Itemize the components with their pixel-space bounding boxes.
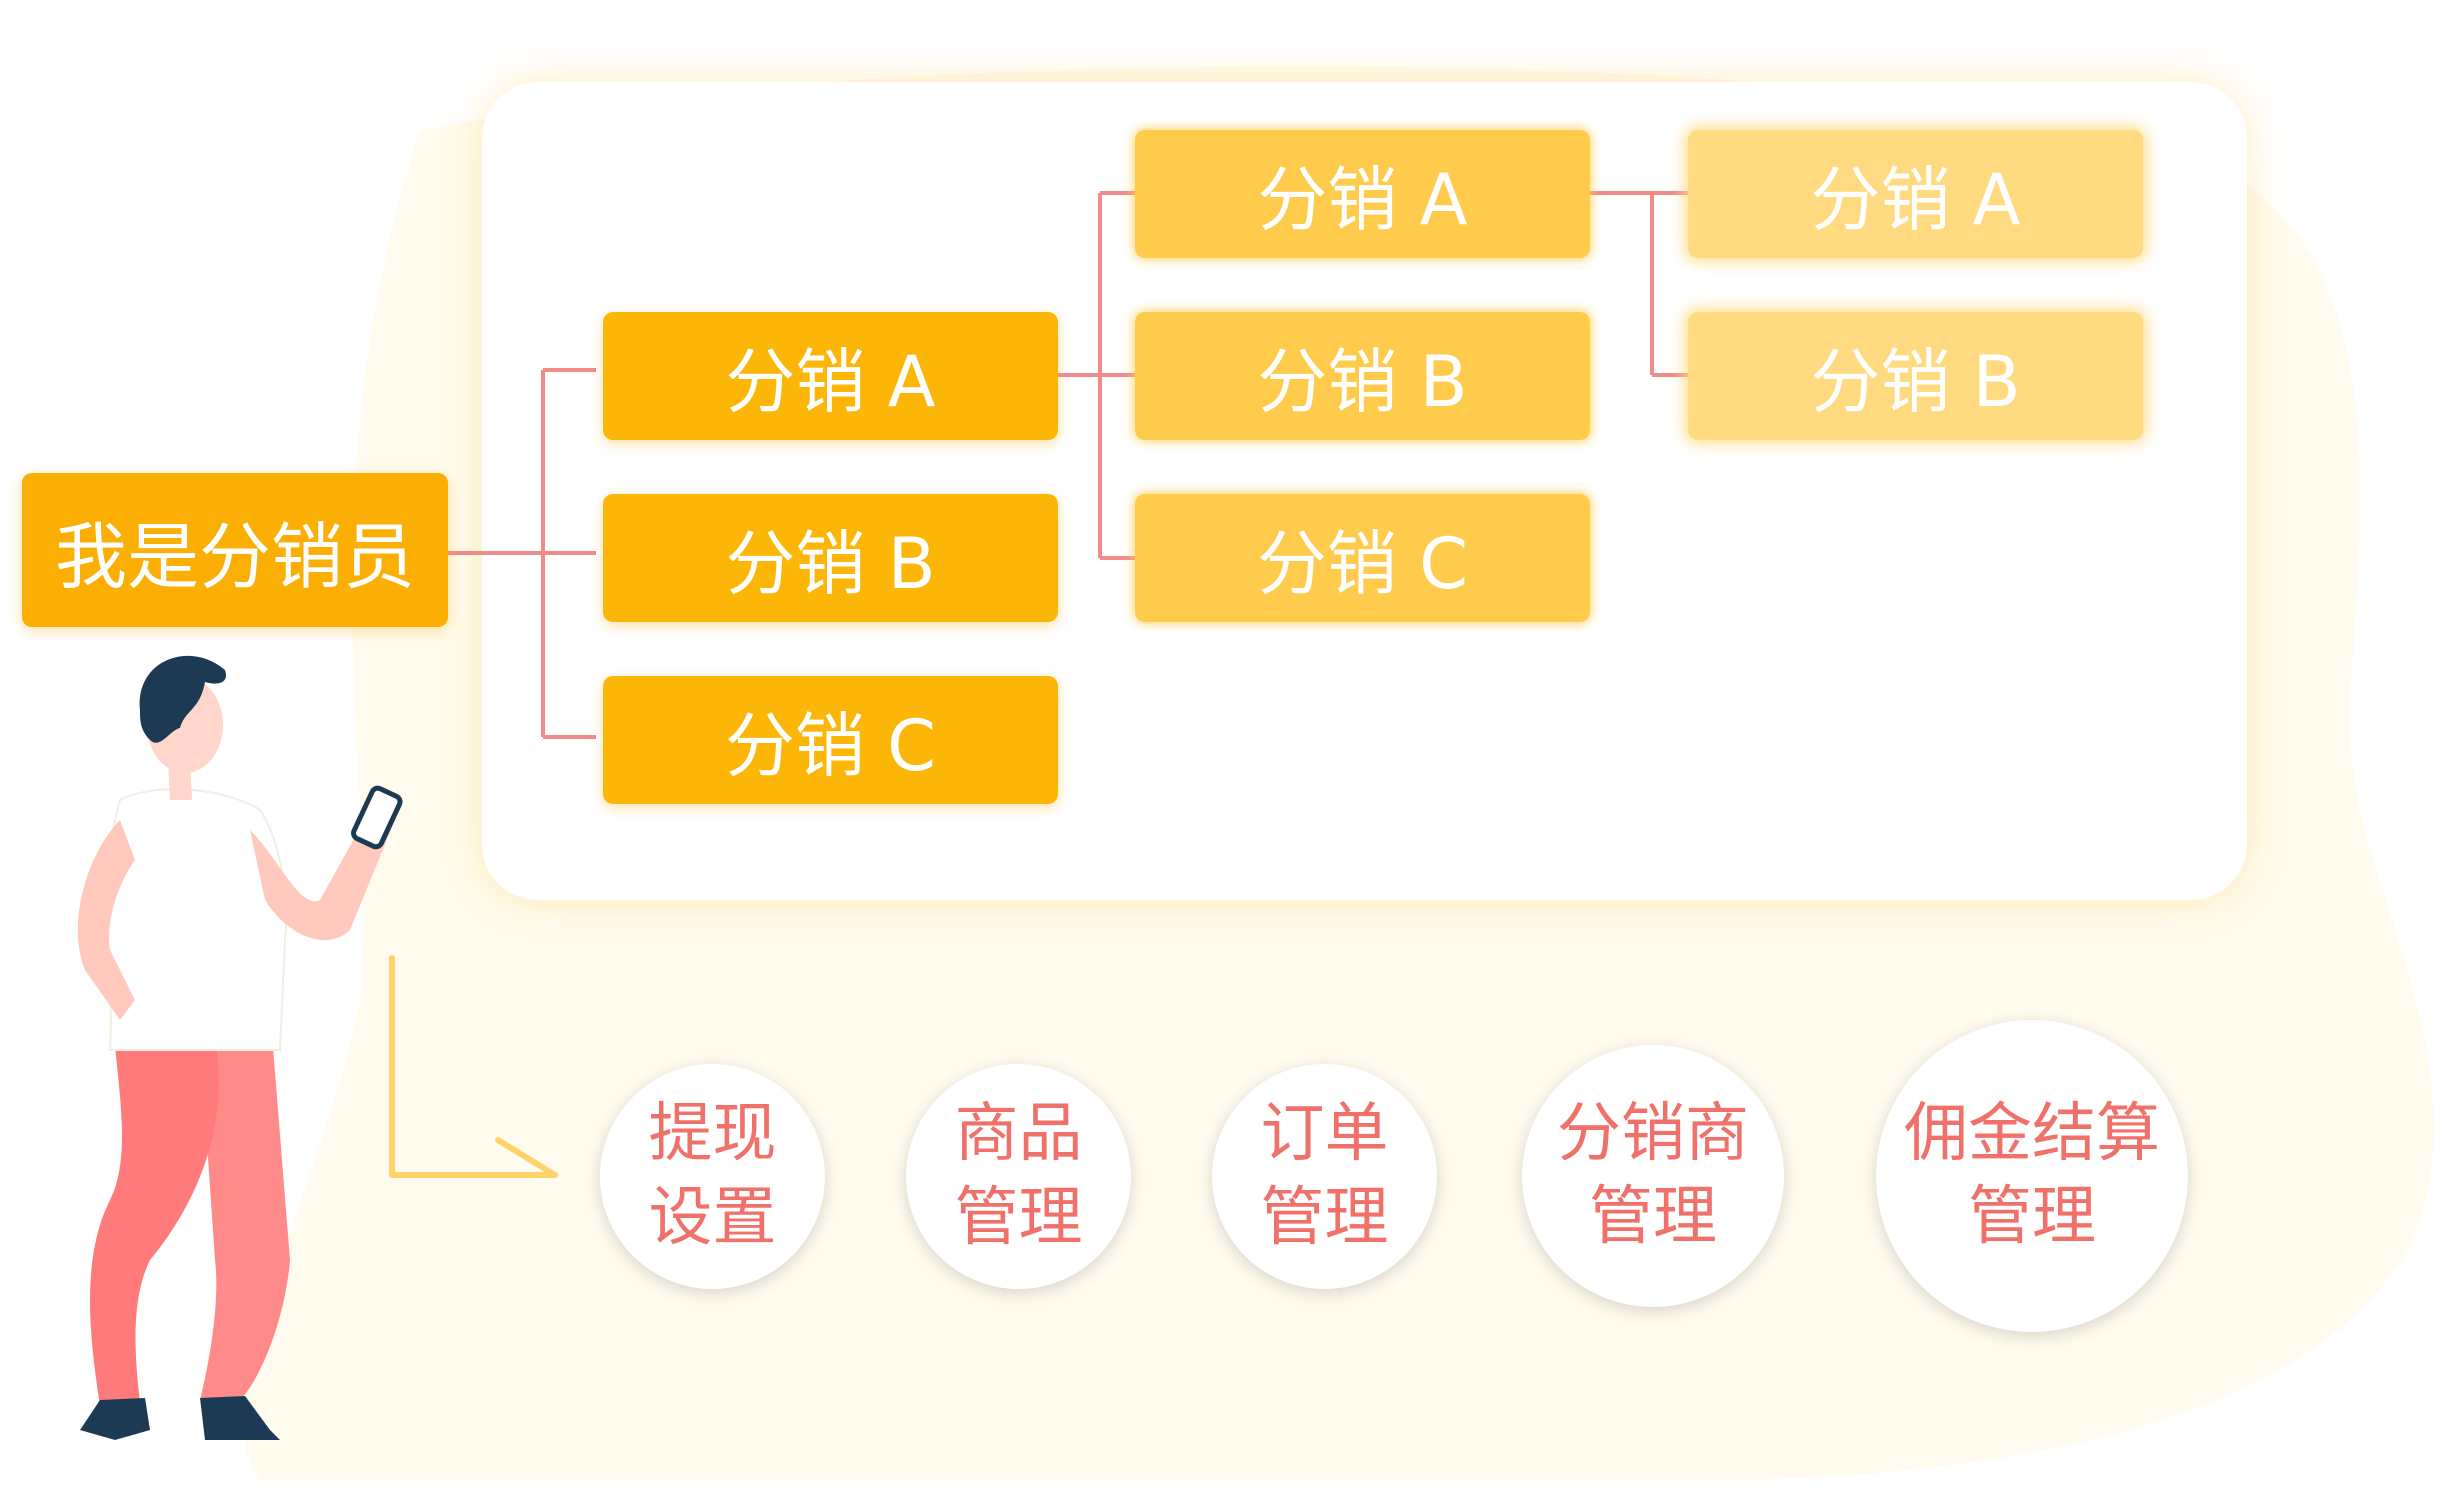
level3-node-a: 分销 A xyxy=(1688,130,2143,258)
level3-node-label: 分销 B xyxy=(1810,340,2021,423)
feature-order-management[interactable]: 订单 管理 xyxy=(1212,1064,1437,1289)
feature-withdraw-settings[interactable]: 提现 设置 xyxy=(600,1064,825,1289)
level1-node-label: 分销 C xyxy=(724,704,937,787)
feature-product-management[interactable]: 商品 管理 xyxy=(906,1064,1131,1289)
feature-label-line2: 管理 xyxy=(1260,1180,1389,1255)
root-node-label: 我是分销员 xyxy=(54,514,415,599)
feature-label-line1: 分销商 xyxy=(1557,1096,1749,1171)
level1-node-b: 分销 B xyxy=(603,494,1058,622)
level3-node-label: 分销 A xyxy=(1810,158,2021,241)
person-illustration xyxy=(77,655,403,1440)
level2-node-label: 分销 A xyxy=(1257,158,1468,241)
level1-node-c: 分销 C xyxy=(603,676,1058,804)
level1-node-a: 分销 A xyxy=(603,312,1058,440)
level1-node-label: 分销 B xyxy=(725,522,936,605)
feature-label-line2: 管理 xyxy=(954,1180,1083,1255)
feature-label-line1: 佣金结算 xyxy=(1904,1096,2160,1171)
feature-label-line1: 提现 xyxy=(648,1097,777,1172)
feature-label-line2: 设置 xyxy=(648,1180,777,1255)
level2-node-label: 分销 C xyxy=(1256,522,1469,605)
feature-label-line2: 管理 xyxy=(1589,1180,1717,1254)
level2-node-b: 分销 B xyxy=(1135,312,1590,440)
feature-label-line1: 商品 xyxy=(954,1097,1083,1172)
level1-node-label: 分销 A xyxy=(725,340,936,423)
level2-node-label: 分销 B xyxy=(1257,340,1468,423)
level2-node-c: 分销 C xyxy=(1135,494,1590,622)
feature-distributor-management[interactable]: 分销商 管理 xyxy=(1522,1045,1784,1307)
feature-label-line1: 订单 xyxy=(1260,1097,1389,1172)
root-node: 我是分销员 xyxy=(22,473,448,627)
level3-node-b: 分销 B xyxy=(1688,312,2143,440)
feature-commission-settlement[interactable]: 佣金结算 管理 xyxy=(1876,1020,2188,1332)
feature-label-line2: 管理 xyxy=(1968,1180,2096,1254)
level2-node-a: 分销 A xyxy=(1135,130,1590,258)
